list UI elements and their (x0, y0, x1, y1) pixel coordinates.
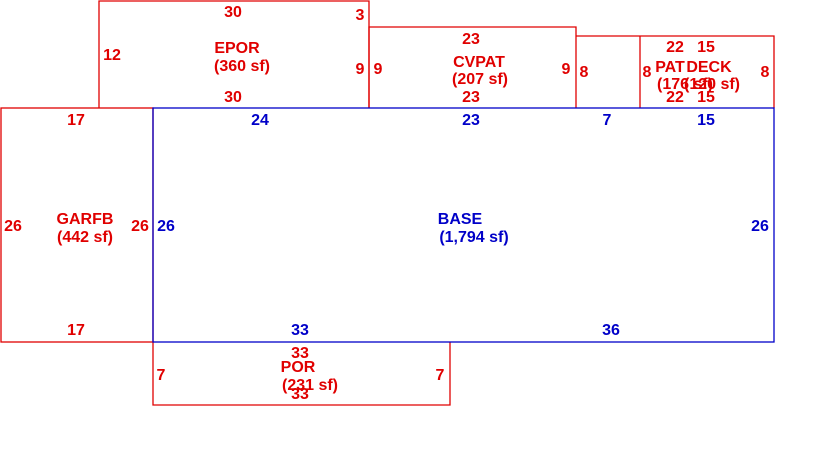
base-dim-top-4: 15 (697, 112, 715, 129)
deck-dim-bottom: 15 (697, 89, 715, 106)
cvpat-outline (368, 26, 577, 108)
por-name: POR (281, 359, 316, 376)
epor-dim-right-upper: 3 (356, 7, 365, 24)
pat-dim-bottom: 22 (666, 89, 684, 106)
pat-dim-left: 8 (580, 64, 589, 81)
por-outline (152, 342, 451, 406)
cvpat-dim-top: 23 (462, 31, 480, 48)
por-dim-bottom: 33 (291, 386, 309, 403)
deck-area: (120 sf) (684, 76, 740, 93)
epor-name: EPOR (214, 40, 260, 57)
area-cvpat: CVPAT (207 sf) 23 9 9 23 (368, 26, 577, 108)
cvpat-area: (207 sf) (452, 71, 508, 88)
por-area: (231 sf) (282, 377, 338, 394)
base-dim-top-3: 7 (603, 112, 612, 129)
garfb-dim-top: 17 (67, 112, 85, 129)
cvpat-name: CVPAT (453, 54, 505, 71)
cvpat-dim-left: 9 (374, 61, 383, 78)
epor-area: (360 sf) (214, 58, 270, 75)
base-dim-bottom-1: 33 (291, 322, 309, 339)
epor-dim-right-lower: 9 (356, 61, 365, 78)
epor-dim-top: 30 (224, 4, 242, 21)
pat-dim-top: 22 (666, 39, 684, 56)
base-dim-right: 26 (751, 218, 769, 235)
por-dim-top: 33 (291, 345, 309, 362)
garfb-dim-bottom: 17 (67, 322, 85, 339)
area-base: BASE (1,794 sf) 24 23 7 15 26 26 33 36 (152, 107, 775, 343)
pat-outline (576, 35, 775, 108)
base-name: BASE (438, 211, 483, 228)
area-pat: PAT (176 sf) 8 8 22 22 (576, 35, 775, 108)
base-dim-top-1: 24 (251, 112, 269, 129)
cvpat-dim-bottom: 23 (462, 89, 480, 106)
deck-dim-right: 8 (761, 64, 770, 81)
pat-area: (176 sf) (657, 76, 713, 93)
garfb-dim-left: 26 (4, 218, 22, 235)
base-dim-top-2: 23 (462, 112, 480, 129)
epor-dim-left: 12 (103, 47, 121, 64)
garfb-name: GARFB (57, 211, 114, 228)
cvpat-dim-right: 9 (562, 61, 571, 78)
garfb-dim-right: 26 (131, 218, 149, 235)
deck-dim-top: 15 (697, 39, 715, 56)
area-deck: DECK (120 sf) 15 8 15 (639, 36, 770, 108)
base-area: (1,794 sf) (439, 229, 508, 246)
area-epor: EPOR (360 sf) 30 3 12 9 30 (98, 0, 370, 108)
deck-name: DECK (686, 59, 732, 76)
por-dim-right: 7 (436, 367, 445, 384)
garfb-area: (442 sf) (57, 229, 113, 246)
pat-name: PAT (655, 59, 685, 76)
por-dim-left: 7 (157, 367, 166, 384)
epor-dim-bottom: 30 (224, 89, 242, 106)
base-dim-left: 26 (157, 218, 175, 235)
area-por: POR (231 sf) 33 7 7 33 (152, 342, 451, 406)
base-outline (152, 107, 775, 343)
base-dim-bottom-2: 36 (602, 322, 620, 339)
pat-dim-inner: 8 (643, 64, 652, 81)
area-garfb: GARFB (442 sf) 17 26 26 17 (0, 107, 154, 343)
